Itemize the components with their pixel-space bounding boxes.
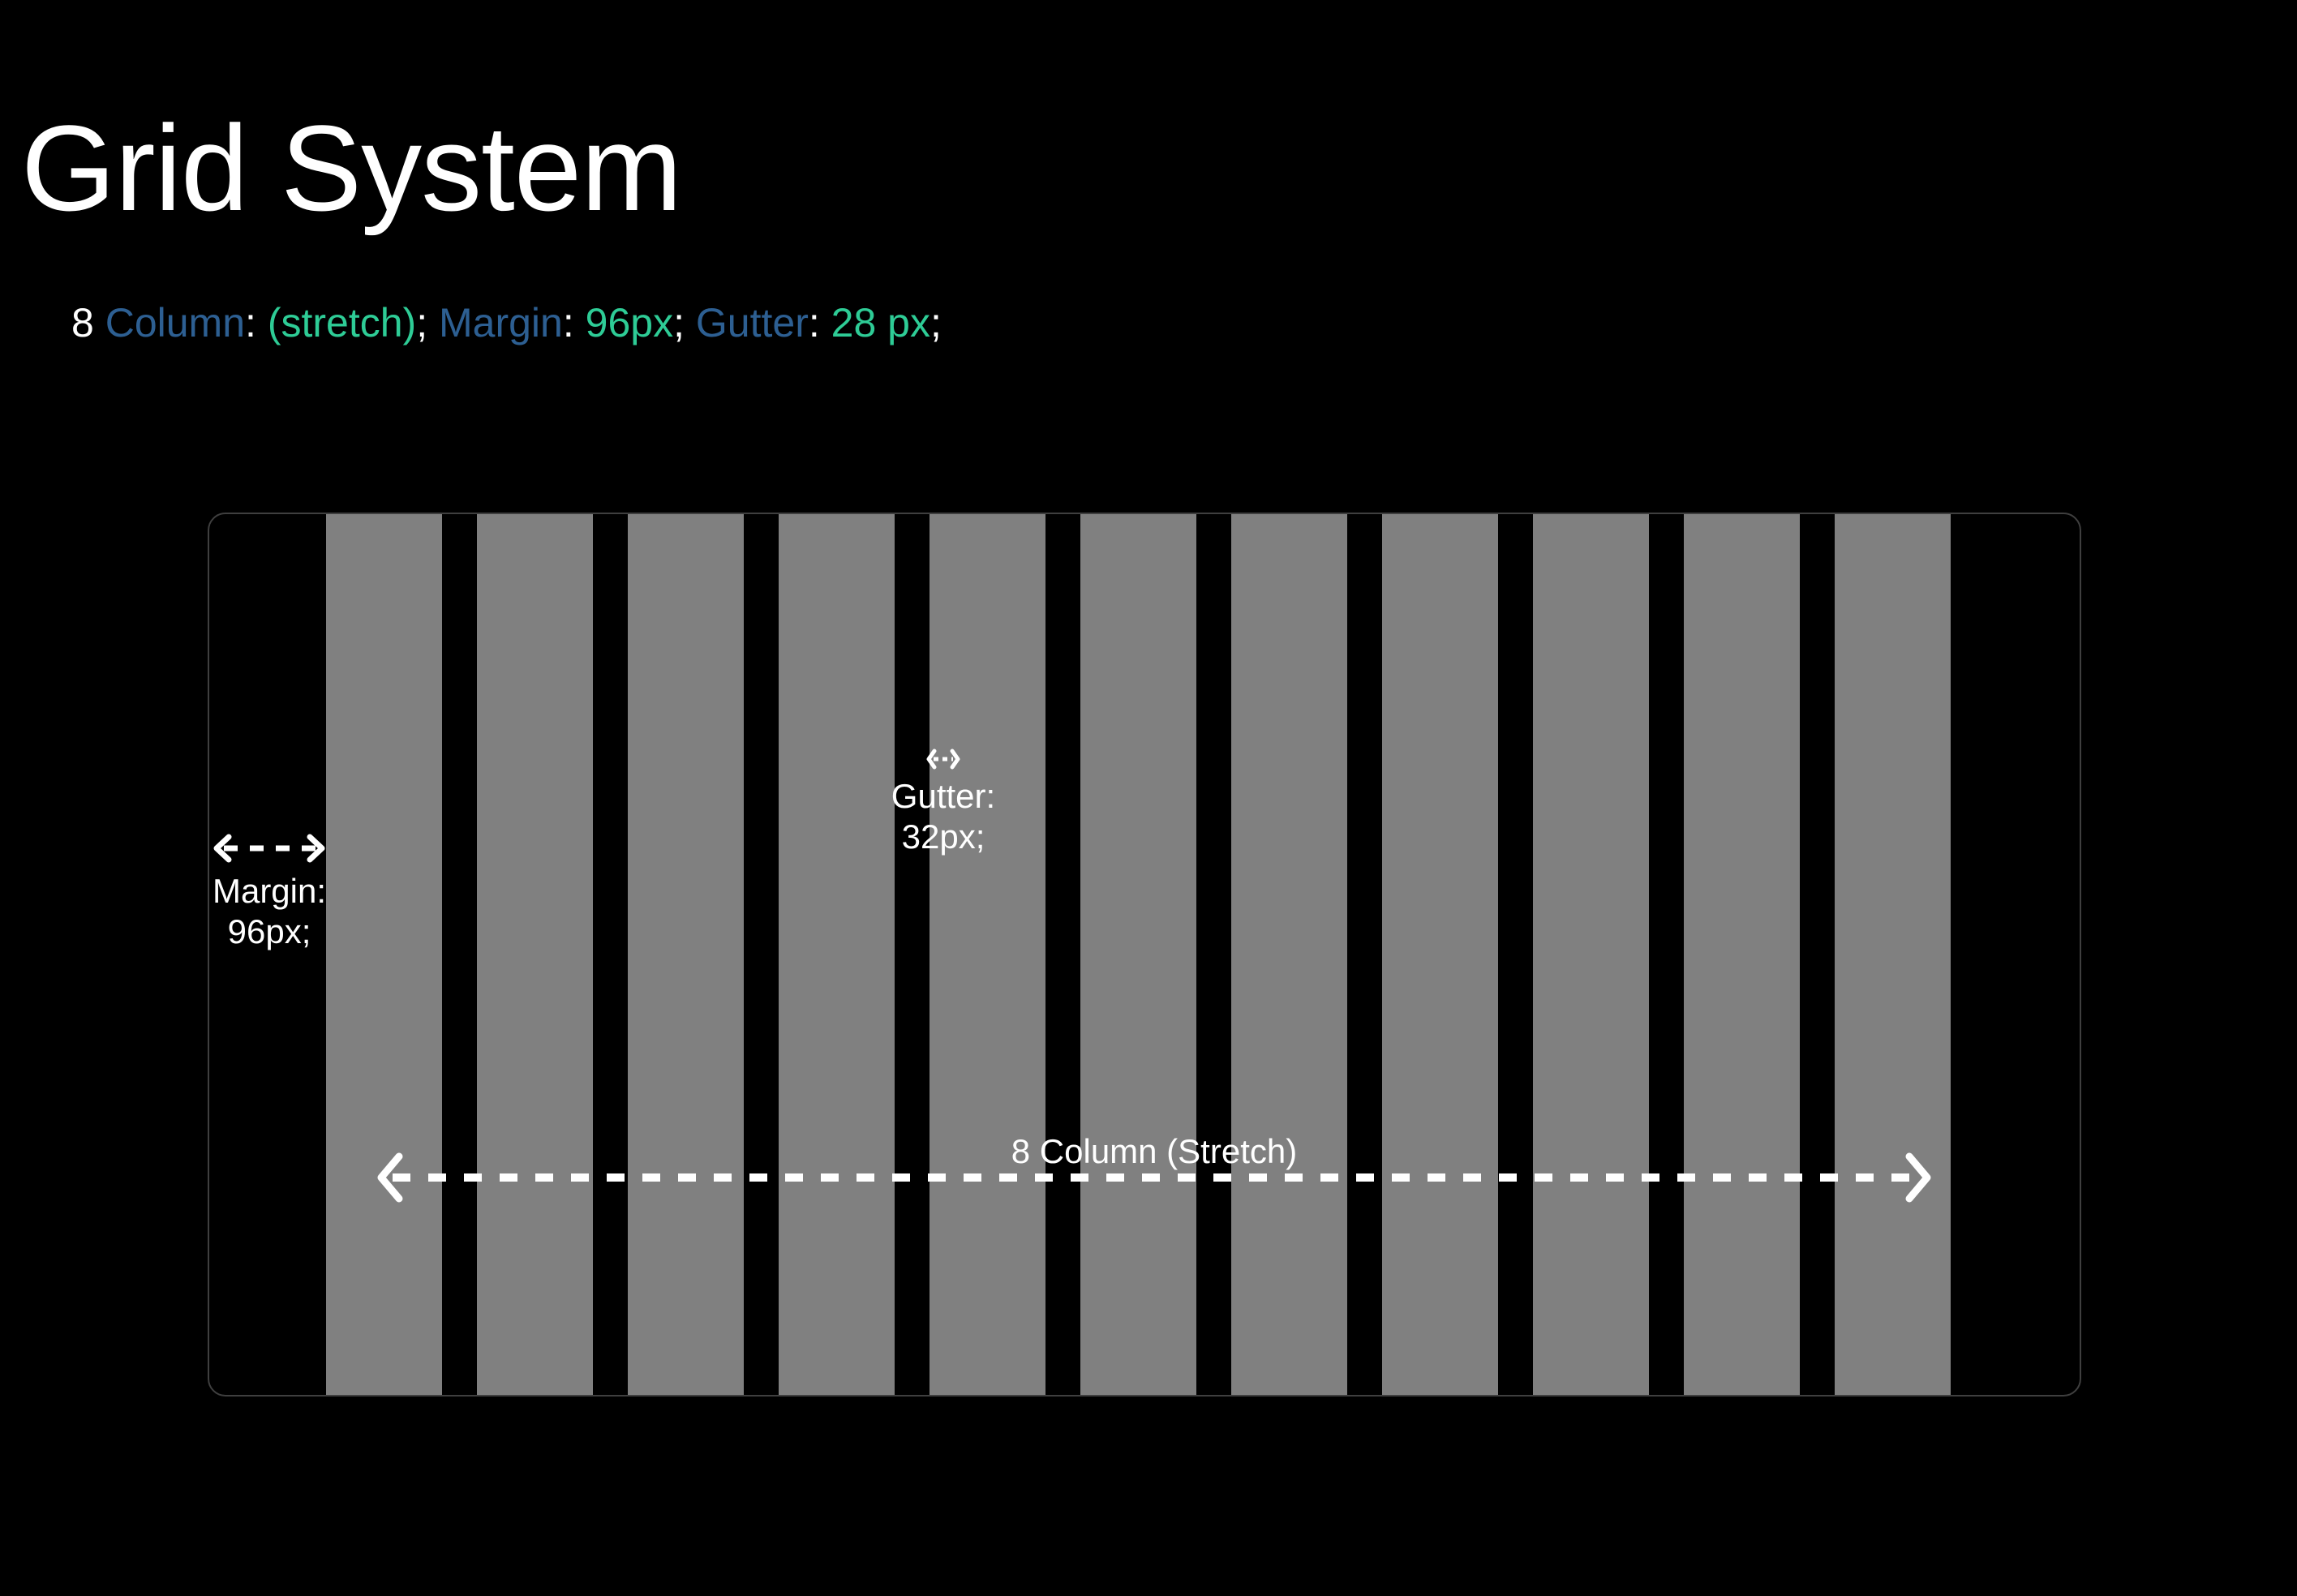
spec-column-label: Column	[105, 300, 246, 345]
page-title: Grid System	[21, 99, 682, 236]
grid-column-4	[779, 514, 895, 1395]
spec-column-count: 8	[71, 300, 94, 345]
spec-gutter-value: 28 px	[831, 300, 930, 345]
spec-space-3	[427, 300, 439, 345]
grid-column-10	[1684, 514, 1800, 1395]
column-span-label: 8 Column (Stretch)	[1011, 1132, 1298, 1170]
grid-preview-card: Margin: 96px; Gutter: 32px; 8 Column (St…	[208, 513, 2081, 1396]
spec-space-5	[685, 300, 696, 345]
spec-semicolon-3: ;	[930, 300, 942, 345]
grid-column-1	[326, 514, 442, 1395]
grid-column-7	[1231, 514, 1347, 1395]
grid-columns-layer	[209, 514, 2080, 1395]
grid-column-2	[477, 514, 593, 1395]
spec-column-value: (stretch)	[267, 300, 417, 345]
grid-column-9	[1533, 514, 1649, 1395]
spec-colon-2: :	[562, 300, 574, 345]
grid-column-11	[1835, 514, 1951, 1395]
spec-semicolon-1: ;	[416, 300, 428, 345]
grid-column-8	[1382, 514, 1498, 1395]
spec-space-4	[574, 300, 586, 345]
spec-colon-1: :	[245, 300, 256, 345]
spec-margin-value: 96px	[585, 300, 674, 345]
grid-column-6	[1080, 514, 1196, 1395]
grid-column-5	[930, 514, 1045, 1395]
spec-space-1	[94, 300, 105, 345]
grid-column-3	[628, 514, 744, 1395]
grid-spec-line: 8 Column: (stretch); Margin: 96px; Gutte…	[71, 298, 942, 347]
spec-semicolon-2: ;	[673, 300, 685, 345]
column-span-double-arrow-icon	[375, 1147, 1934, 1208]
spec-gutter-label: Gutter	[695, 300, 809, 345]
spec-colon-3: :	[808, 300, 820, 345]
spec-space-2	[256, 300, 268, 345]
spec-margin-label: Margin	[439, 300, 563, 345]
spec-space-6	[820, 300, 831, 345]
